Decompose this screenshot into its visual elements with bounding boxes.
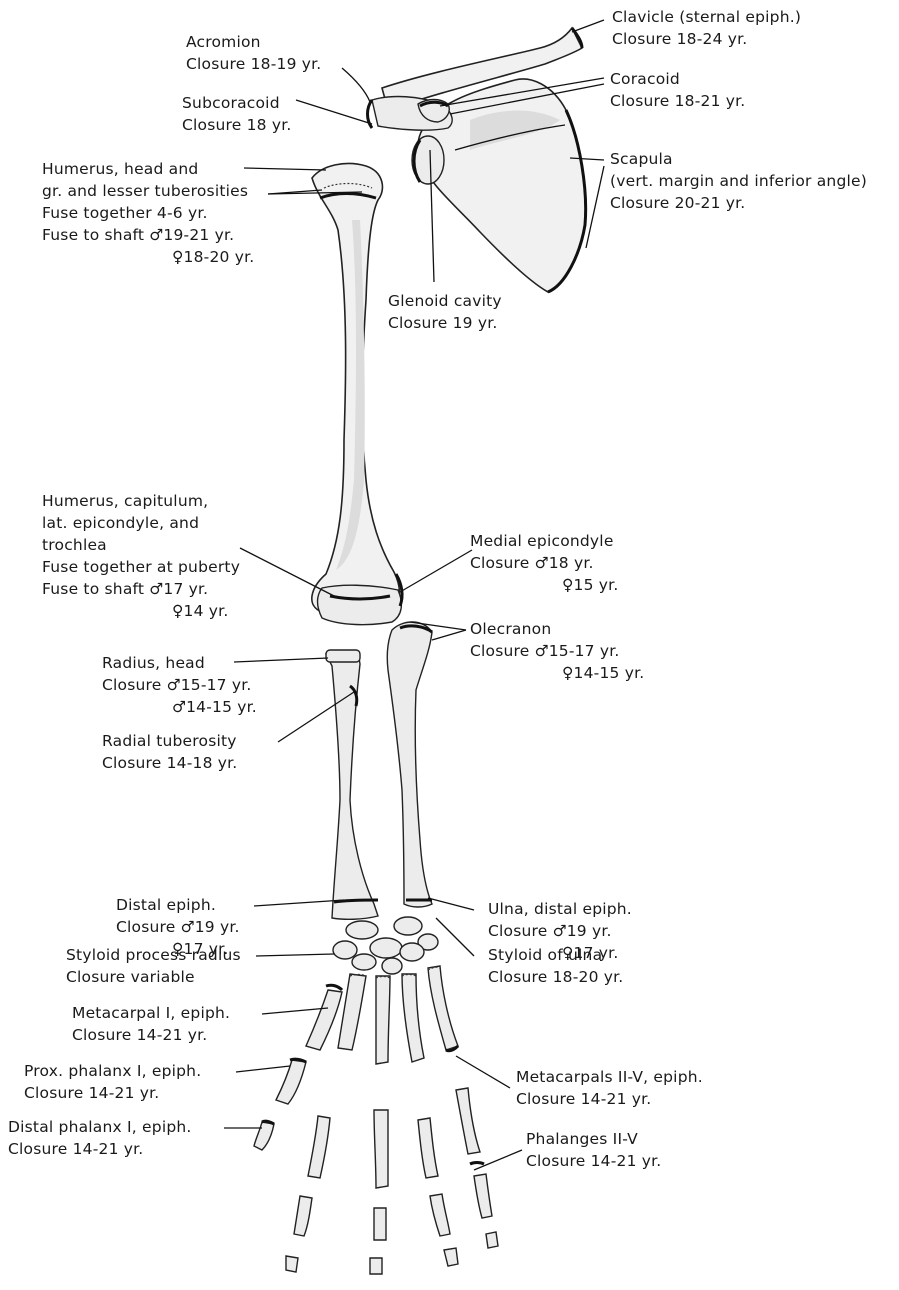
label-humerus-head: Humerus, head and gr. and lesser tuberos… <box>42 158 254 268</box>
label-medial-epicondyle: Medial epicondyle Closure ♂18 yr. ♀15 yr… <box>470 530 618 596</box>
label-prox-phalanx-1: Prox. phalanx I, epiph.Closure 14-21 yr. <box>24 1060 201 1104</box>
label-scapula: Scapula(vert. margin and inferior angle)… <box>610 148 867 214</box>
metacarpal-bones <box>306 966 458 1064</box>
label-radius-head: Radius, head Closure ♂15-17 yr. ♂14-15 y… <box>102 652 257 718</box>
label-metacarpal-1: Metacarpal I, epiph.Closure 14-21 yr. <box>72 1002 230 1046</box>
label-clavicle: Clavicle (sternal epiph.)Closure 18-24 y… <box>612 6 801 50</box>
ulna-bone <box>387 622 432 907</box>
carpal-bones <box>333 917 438 974</box>
label-distal-phalanx-1: Distal phalanx I, epiph.Closure 14-21 yr… <box>8 1116 192 1160</box>
label-olecranon: Olecranon Closure ♂15-17 yr. ♀14-15 yr. <box>470 618 644 684</box>
label-humerus-distal: Humerus, capitulum, lat. epicondyle, and… <box>42 490 240 622</box>
radius-bone <box>326 650 378 919</box>
scapula-bone <box>368 79 586 292</box>
humerus-bone <box>312 163 402 624</box>
label-metacarpals-2-5: Metacarpals II-V, epiph.Closure 14-21 yr… <box>516 1066 703 1110</box>
phalanx-bones <box>254 1059 498 1274</box>
